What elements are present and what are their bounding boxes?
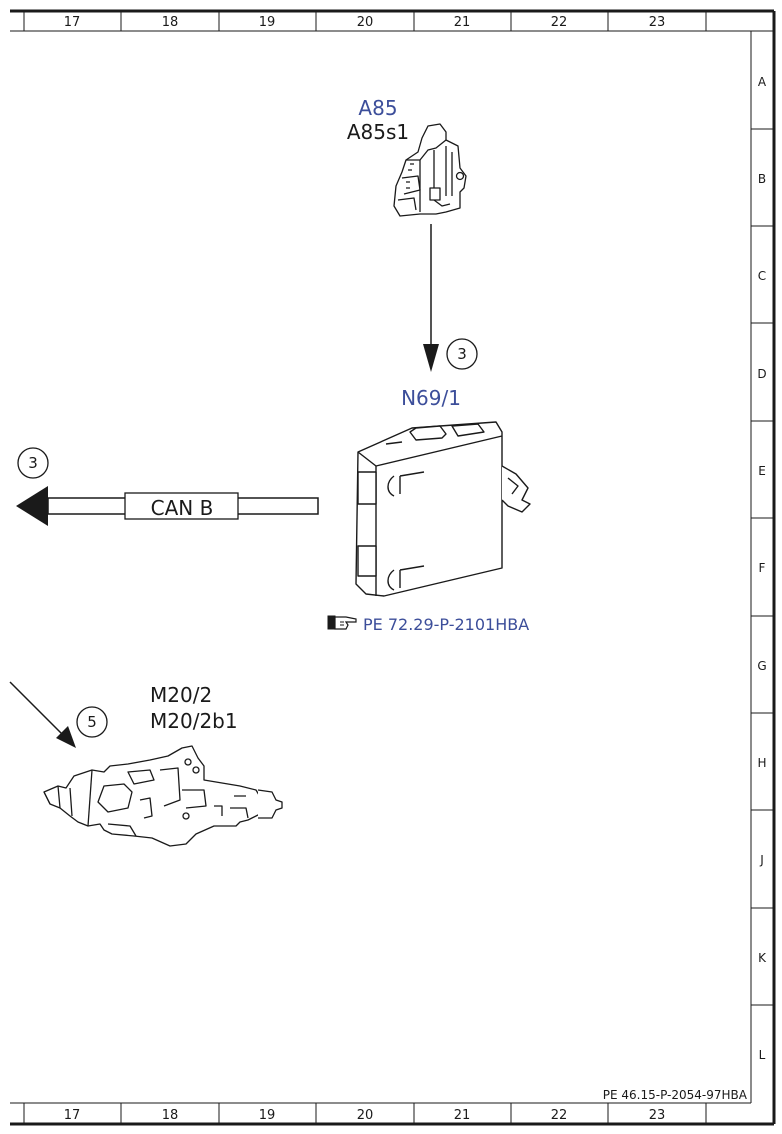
column-number: 18 [162,1108,179,1123]
circled-marker: 3 [446,338,478,370]
arrow-to-m20 [9,681,76,748]
row-letter: J [759,853,764,867]
m20-steering-column-component [43,745,283,847]
arrow-a85-to-n69 [423,224,439,372]
column-number: 18 [162,15,179,30]
can-b-label: CAN B [151,496,214,520]
row-letter: C [758,269,766,283]
can-b-arrow [16,486,319,526]
column-numbers-top: 17 18 19 20 21 22 23 [64,15,666,30]
row-letter: E [758,464,766,478]
column-number: 20 [357,15,374,30]
reference-link[interactable]: PE 72.29-P-2101HBA [363,615,529,634]
n69-control-module [355,421,531,597]
a85s1-label: A85s1 [347,120,409,144]
row-letter: H [757,756,766,770]
column-number: 23 [649,1108,666,1123]
marker-number: 3 [457,345,467,363]
column-dividers [23,11,707,1124]
column-number: 20 [357,1108,374,1123]
row-letter: D [757,367,766,381]
m20-2b1-label: M20/2b1 [150,709,238,733]
circled-marker: 5 [76,706,108,738]
column-number: 23 [649,15,666,30]
m20-2-label: M20/2 [150,683,212,707]
a85-label: A85 [358,96,397,120]
column-number: 17 [64,1108,81,1123]
column-number: 22 [551,15,568,30]
drawing-frame [10,9,776,1126]
row-letter: G [757,659,766,673]
marker-number: 5 [87,713,97,731]
circled-marker: 3 [17,447,49,479]
column-number: 17 [64,15,81,30]
n69-label: N69/1 [401,386,461,410]
column-number: 21 [454,1108,471,1123]
document-reference: PE 46.15-P-2054-97HBA [603,1088,748,1102]
column-number: 21 [454,15,471,30]
row-letter: F [759,561,766,575]
row-letters: A B C D E F G H J K L [757,75,767,1062]
row-letter: K [758,951,767,965]
row-letter: L [759,1048,766,1062]
a85-switch-component [393,123,467,217]
marker-number: 3 [28,454,38,472]
pointing-hand-icon [327,615,357,630]
column-numbers-bottom: 17 18 19 20 21 22 23 [64,1108,666,1123]
row-letter: B [758,172,766,186]
column-number: 22 [551,1108,568,1123]
row-dividers [751,128,774,1006]
column-number: 19 [259,15,276,30]
column-number: 19 [259,1108,276,1123]
row-letter: A [758,75,767,89]
